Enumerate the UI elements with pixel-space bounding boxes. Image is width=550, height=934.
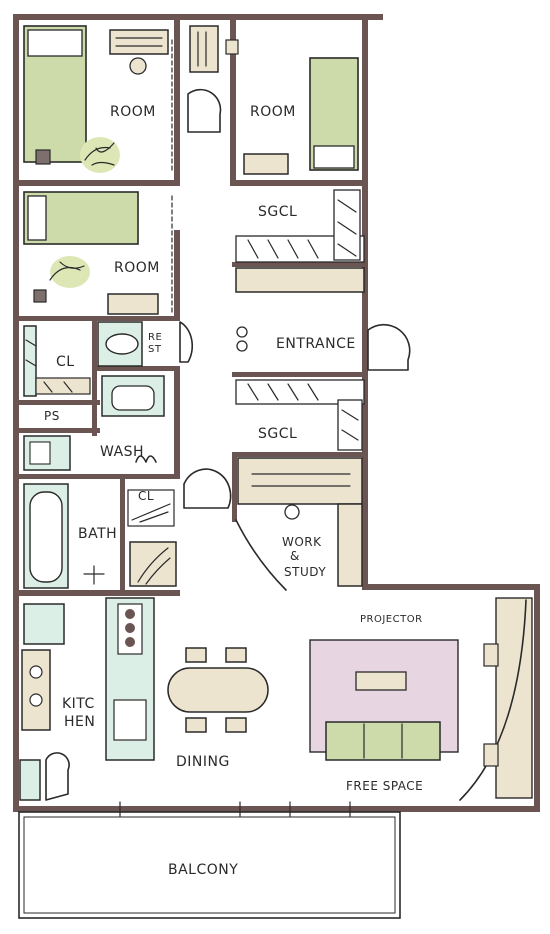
chair-icon (129, 57, 147, 75)
plant-icon (50, 256, 90, 288)
plant-icon (80, 137, 120, 173)
label-closet-wash: CL (138, 489, 154, 503)
label-ps: PS (44, 409, 60, 423)
lamp-icon (33, 289, 47, 303)
label-closet-left: CL (56, 354, 75, 370)
sink-icon (113, 699, 147, 741)
coffee-table-icon (355, 671, 407, 691)
door-icon (187, 88, 222, 133)
dining (167, 647, 269, 733)
walls (13, 14, 540, 812)
label-wash: WASH (100, 444, 144, 460)
label-rest-2: ST (148, 344, 162, 355)
bathtub-icon (29, 491, 63, 583)
label-kitchen-2: HEN (64, 714, 95, 730)
label-free-space: FREE SPACE (346, 779, 423, 793)
label-kitchen-1: KITC (62, 696, 95, 712)
chair-icon (185, 717, 207, 733)
work-study (235, 457, 363, 591)
faucet-icon (135, 455, 157, 463)
label-work-3: STUDY (284, 565, 326, 579)
entrance (236, 323, 411, 371)
dining-table-icon (167, 667, 269, 713)
label-balcony: BALCONY (168, 862, 238, 878)
desk-icon (109, 29, 169, 55)
living-area (309, 597, 533, 801)
chair-icon (483, 643, 499, 667)
chair-icon (225, 39, 239, 55)
rest-room (97, 321, 194, 367)
label-room-middle-left: ROOM (114, 260, 160, 276)
door-icon (179, 321, 194, 363)
label-entrance: ENTRANCE (276, 336, 356, 352)
label-bath: BATH (78, 526, 117, 542)
toilet-icon (105, 333, 139, 355)
closet-left (23, 325, 91, 397)
sgcl-middle (235, 379, 365, 451)
label-work-1: WORK (282, 535, 322, 549)
chair-icon (185, 647, 207, 663)
label-sgcl-top: SGCL (258, 204, 297, 220)
label-work-2: & (290, 549, 300, 563)
door-icon (183, 468, 232, 509)
label-room-top-left: ROOM (110, 104, 156, 120)
room-middle-left (23, 191, 173, 315)
room-top-left (23, 25, 173, 173)
sgcl-top (235, 189, 365, 293)
balcony (18, 801, 401, 919)
lamp-icon (35, 149, 51, 165)
desk-icon (237, 457, 363, 505)
label-rest-1: RE (148, 332, 162, 343)
wash-room (23, 375, 165, 471)
sofa-icon (325, 721, 441, 761)
label-room-top-right: ROOM (250, 104, 296, 120)
chair-icon (483, 743, 499, 767)
shelf-icon (495, 597, 533, 799)
label-sgcl-middle: SGCL (258, 426, 297, 442)
label-projector: PROJECTOR (360, 614, 423, 625)
sink-icon (111, 385, 155, 411)
chair-icon (225, 717, 247, 733)
desk-icon (189, 25, 219, 73)
door-icon (367, 323, 411, 371)
room-top-right (187, 25, 359, 175)
bath-room (23, 468, 232, 589)
chair-icon (225, 647, 247, 663)
labels: ROOM ROOM SGCL ROOM ENTRANCE RE ST CL PS… (44, 104, 423, 878)
chair-icon (284, 504, 300, 520)
kitchen (19, 541, 177, 801)
label-dining: DINING (176, 754, 230, 770)
